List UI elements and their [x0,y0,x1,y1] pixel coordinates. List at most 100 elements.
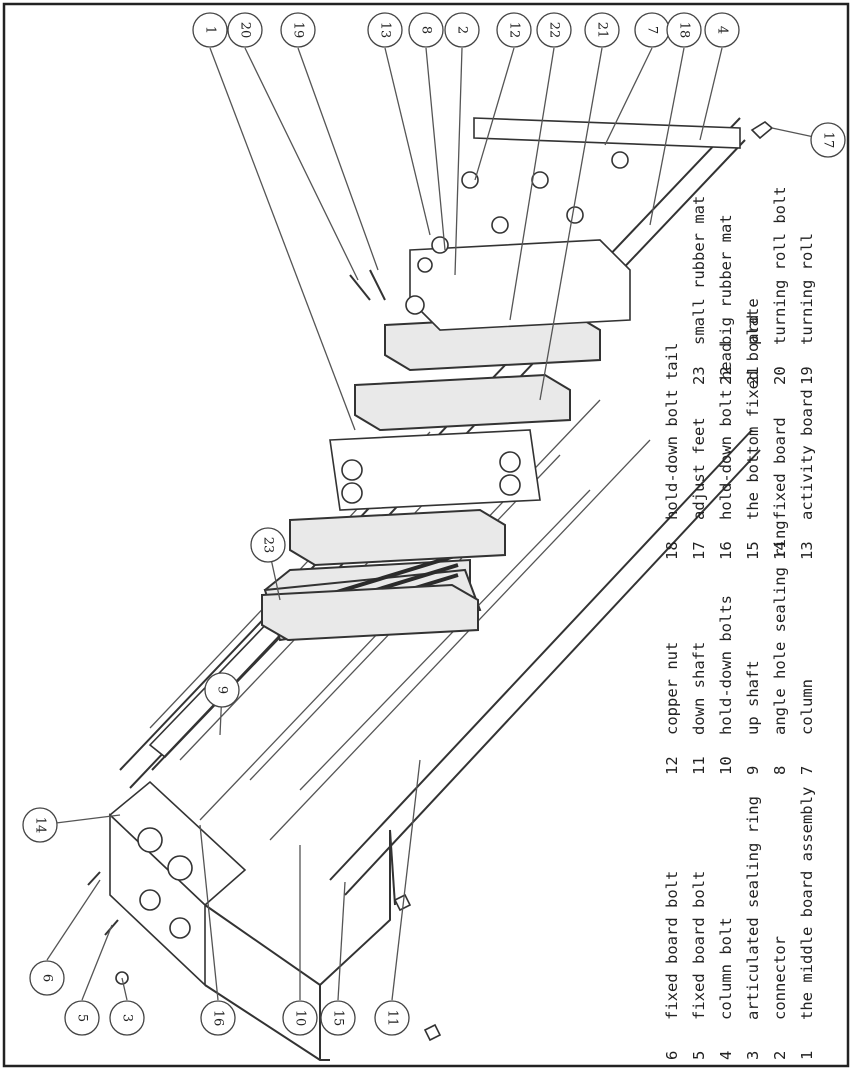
legend-number: 4 [717,1051,735,1060]
legend-number: 10 [717,756,735,775]
callout-number: 10 [293,1010,308,1027]
callout-leader-22 [509,47,555,321]
callout-16: 16 [200,1000,236,1036]
callout-leader-5 [81,924,113,1001]
legend-number: 23 [690,366,708,385]
middle-board [329,429,541,511]
legend-label: articulated sealing ring [744,796,762,1020]
callout-number: 17 [821,132,836,149]
legend-label: hold-down bolt tail [663,343,681,520]
down-shaft [329,429,753,881]
callout-leader-16 [199,824,219,1001]
callout-22: 22 [536,12,572,48]
callout-21: 21 [584,12,620,48]
legend-number: 2 [771,1051,789,1060]
legend-label: fixed board bolt [690,871,708,1020]
callout-5: 5 [64,1000,100,1036]
legend-number: 20 [771,366,789,385]
activity-board [409,239,631,331]
legend-number: 12 [663,756,681,775]
legend-number: 14 [771,541,789,560]
callout-leader-6 [46,879,101,961]
callout-12: 12 [496,12,532,48]
legend-label: hold-down bolt head [717,343,735,520]
legend-number: 13 [798,541,816,560]
legend-number: 22 [717,366,735,385]
callout-number: 19 [291,22,306,39]
fixed-board [108,780,247,987]
legend-number: 19 [798,366,816,385]
legend-label: the bottom fixed board [744,315,762,520]
legend-label: turning roll [798,233,816,345]
callout-number: 4 [715,26,730,34]
adjust-feet [393,121,774,1042]
callout-3: 3 [109,1000,145,1036]
callout-leader-13 [384,47,431,236]
legend-label: turning roll bolt [771,186,789,345]
callout-19: 19 [280,12,316,48]
legend-entry-8: 8 angle hole sealing ring [771,520,789,775]
legend-label: hold-down bolts [717,595,735,735]
callout-leader-3 [121,977,128,1001]
callout-leader-21 [539,47,603,401]
legend-label: column [798,679,816,735]
callout-7: 7 [634,12,670,48]
legend-label: plate [744,298,762,345]
legend-entry-22: 22 big rubber mat [717,214,735,385]
callout-number: 21 [595,22,610,39]
callout-number: 3 [120,1014,135,1022]
callout-20: 20 [227,12,263,48]
legend-number: 11 [690,756,708,775]
callout-leader-8 [425,47,446,251]
legend-number: 16 [717,541,735,560]
callout-number: 13 [378,22,393,39]
callout-10: 10 [282,1000,318,1036]
callout-number: 6 [40,974,55,982]
callout-4: 4 [704,12,740,48]
callout-number: 8 [419,26,434,34]
legend-entry-21: 21 plate [744,298,762,385]
callout-number: 18 [677,22,692,39]
legend-entry-14: 14 fixed board [771,417,789,560]
legend-label: big rubber mat [717,214,735,345]
legend-entry-19: 19 turning roll [798,233,816,385]
callout-number: 14 [33,817,48,834]
callout-number: 16 [211,1010,226,1027]
callout-leader-4 [699,47,723,141]
legend-label: angle hole sealing ring [771,520,789,735]
legend-number: 9 [744,766,762,775]
bottom-frame [204,829,396,1061]
callout-number: 7 [645,26,660,34]
callout-17: 17 [810,122,846,158]
callout-number: 2 [455,26,470,34]
callout-number: 11 [385,1010,400,1027]
callout-number: 5 [75,1014,90,1022]
legend-number: 21 [744,366,762,385]
legend-number: 5 [690,1051,708,1060]
callout-18: 18 [666,12,702,48]
callout-leader-7 [604,47,653,146]
legend-number: 1 [798,1051,816,1060]
column [473,117,741,149]
legend-label: fixed board [771,417,789,520]
callout-number: 23 [261,537,276,554]
callout-13: 13 [367,12,403,48]
legend-number: 8 [771,766,789,775]
callout-8: 8 [408,12,444,48]
callout-14: 14 [22,807,58,843]
callout-2: 2 [444,12,480,48]
callout-leader-2 [454,47,463,276]
callout-leader-20 [244,47,359,281]
callout-11: 11 [374,1000,410,1036]
legend-entry-10: 10 hold-down bolts [717,595,735,775]
turning-roll [349,269,386,301]
callout-1: 1 [192,12,228,48]
